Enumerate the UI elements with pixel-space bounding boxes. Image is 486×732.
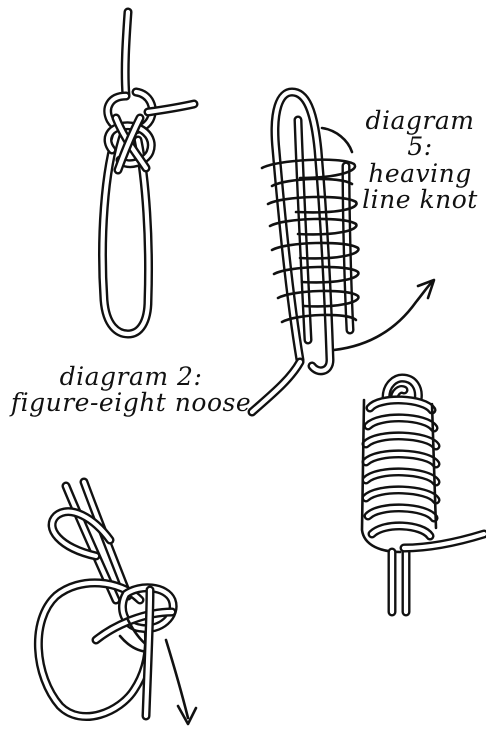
figure-eight-noose-drawing — [103, 12, 194, 334]
diagram-5-caption: diagram 5: heaving line knot — [356, 108, 484, 213]
diagram-5-subtitle-line2: line knot — [356, 187, 484, 213]
diagram-2-caption: diagram 2: figure-eight noose — [6, 364, 256, 417]
diagram-5-subtitle-line1: heaving — [356, 161, 484, 187]
heaving-line-knot-finished-drawing — [362, 372, 484, 612]
diagram-2-subtitle: figure-eight noose — [6, 390, 256, 416]
figure-eight-noose-step-drawing — [38, 482, 196, 724]
diagram-5-title: diagram 5: — [356, 108, 484, 161]
diagram-2-title: diagram 2: — [6, 364, 256, 390]
